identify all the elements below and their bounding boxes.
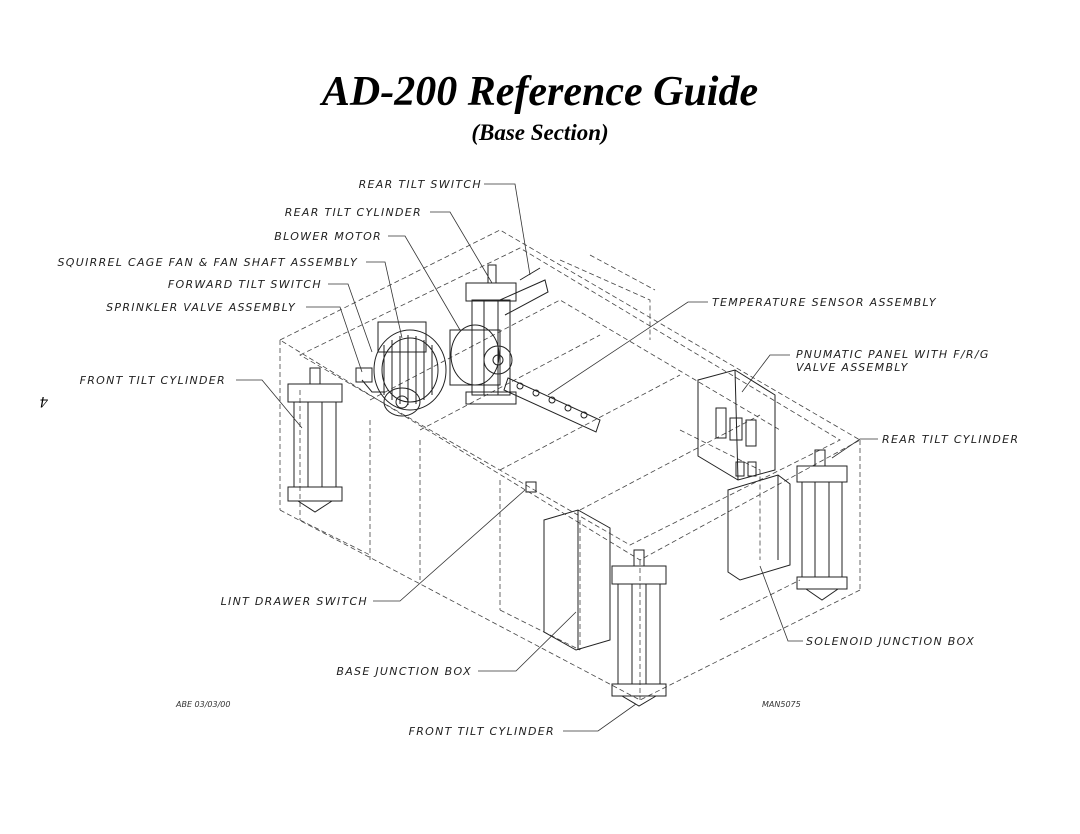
blower-fan-assembly (355, 321, 513, 417)
label-base-junction-box: BASE JUNCTION BOX (336, 665, 472, 678)
rear-tilt-cylinder-upper (465, 264, 549, 405)
page-title: AD-200 Reference Guide (321, 69, 759, 115)
label-solenoid-junction-box: SOLENOID JUNCTION BOX (806, 635, 975, 648)
front-tilt-cylinder-bottom (611, 549, 667, 707)
label-rear-tilt-cylinder-top: REAR TILT CYLINDER (285, 206, 422, 219)
leader-lines (236, 183, 878, 732)
label-lint-drawer-switch: LINT DRAWER SWITCH (221, 595, 368, 608)
label-front-tilt-cylinder-bottom: FRONT TILT CYLINDER (409, 725, 555, 738)
label-blower-motor: BLOWER MOTOR (274, 230, 382, 243)
base-junction-box (525, 481, 611, 651)
pnumatic-panel (697, 369, 776, 481)
temperature-sensor-bar (503, 377, 601, 433)
label-pnumatic-panel-line2: VALVE ASSEMBLY (796, 361, 909, 374)
label-forward-tilt-switch: FORWARD TILT SWITCH (168, 278, 322, 291)
rear-tilt-cylinder-right (796, 449, 848, 601)
label-squirrel-cage-fan: SQUIRREL CAGE FAN & FAN SHAFT ASSEMBLY (57, 256, 358, 269)
label-rear-tilt-cylinder-right: REAR TILT CYLINDER (882, 433, 1019, 446)
label-temperature-sensor: TEMPERATURE SENSOR ASSEMBLY (712, 296, 937, 309)
label-sprinkler-valve: SPRINKLER VALVE ASSEMBLY (106, 301, 296, 314)
page-subtitle: (Base Section) (471, 120, 609, 145)
front-tilt-cylinder-left (287, 367, 343, 513)
label-pnumatic-panel-line1: PNUMATIC PANEL WITH F/R/G (796, 348, 990, 361)
drawn-by-note: ABE 03/03/00 (175, 700, 231, 709)
base-frame (279, 229, 861, 701)
drawing-number: MAN5075 (762, 700, 801, 709)
label-front-tilt-cylinder-left: FRONT TILT CYLINDER (80, 374, 226, 387)
solenoid-junction-box (727, 474, 791, 581)
label-rear-tilt-switch: REAR TILT SWITCH (359, 178, 482, 191)
